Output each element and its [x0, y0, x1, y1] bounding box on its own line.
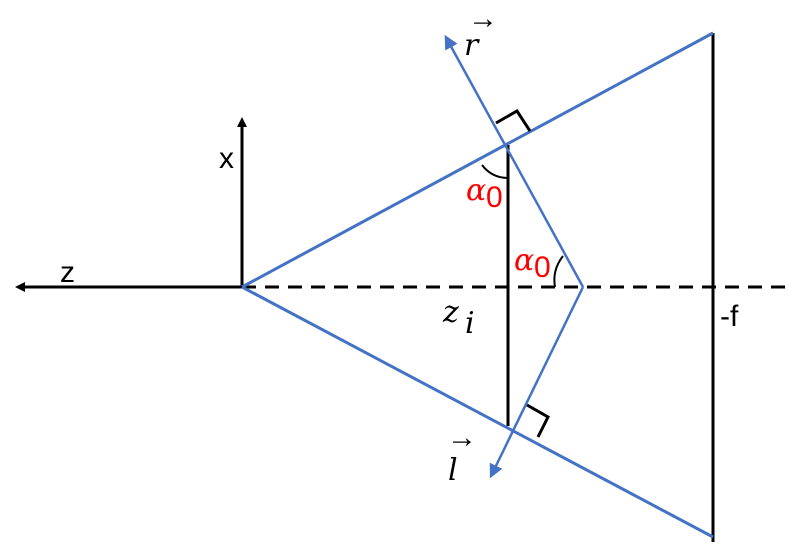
z-axis-label: z [60, 256, 75, 289]
right-angle-marker-lower [526, 403, 550, 438]
alpha-lower-main: α [514, 243, 534, 278]
l-vector-letter: l [448, 453, 458, 488]
l-vector-label: l → [447, 421, 477, 488]
angle-arc-lower [553, 255, 564, 288]
zi-main: z [442, 295, 459, 330]
alpha-upper-sub: 0 [486, 181, 503, 214]
reflected-ray-r [444, 34, 585, 288]
r-vector-letter: r [464, 28, 480, 63]
zi-sub: i [465, 306, 475, 341]
angle-arc-upper [481, 164, 509, 179]
alpha-lower-sub: 0 [534, 251, 551, 284]
focal-label: -f [720, 300, 739, 333]
alpha-lower-label: α 0 [514, 243, 551, 284]
x-axis-label: x [219, 142, 234, 175]
r-vector-arrow-icon: → [468, 2, 498, 35]
alpha-upper-label: α 0 [466, 173, 503, 214]
r-vector-label: r → [464, 2, 498, 63]
ray-l [489, 286, 585, 479]
l-vector-arrow-icon: → [447, 421, 477, 454]
upper-cone-line [241, 31, 714, 289]
right-angle-marker-upper [495, 108, 532, 132]
alpha-upper-main: α [466, 173, 486, 208]
zi-label: z i [442, 295, 475, 341]
lower-cone-line [241, 285, 714, 539]
